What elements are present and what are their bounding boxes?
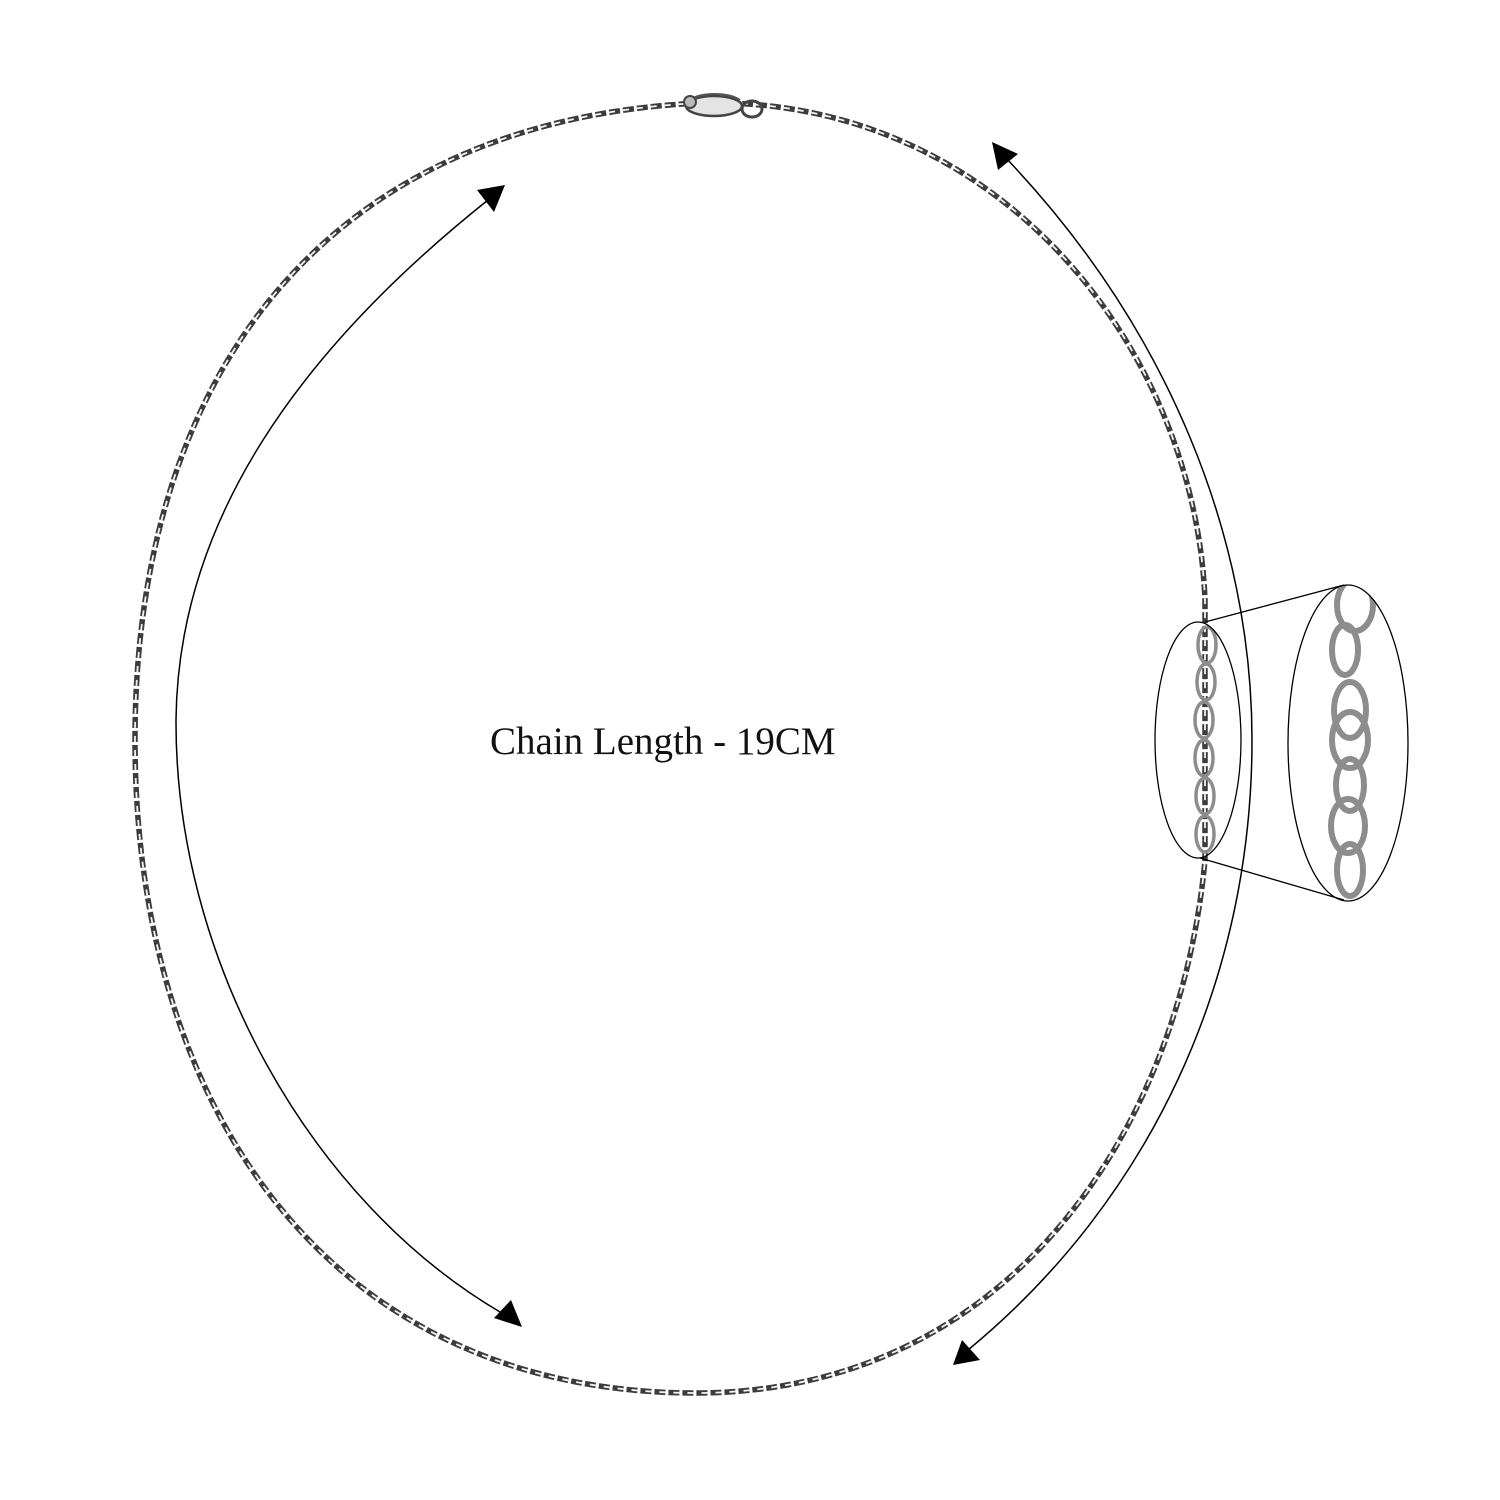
magnified-chain-links: [1328, 585, 1376, 899]
magnifier-callout-icon: [1287, 584, 1409, 902]
necklace-chain: [132, 100, 1208, 1396]
arrowhead-icon: [494, 1300, 522, 1327]
zoom-connector-lines: [1199, 584, 1345, 901]
arrowhead-icon: [953, 1340, 980, 1365]
arrowhead-icon: [477, 185, 505, 212]
arrowhead-icon: [992, 142, 1018, 170]
chain-length-label: Chain Length - 19CM: [490, 720, 836, 763]
right-measure-arrow: [953, 142, 1253, 1365]
left-measure-arrow: [175, 185, 522, 1327]
lobster-clasp-icon: [683, 93, 764, 119]
chain-light-strand: [134, 102, 1206, 1394]
small-chain-links: [1193, 625, 1218, 854]
zoom-source-ellipse: [1154, 621, 1242, 859]
